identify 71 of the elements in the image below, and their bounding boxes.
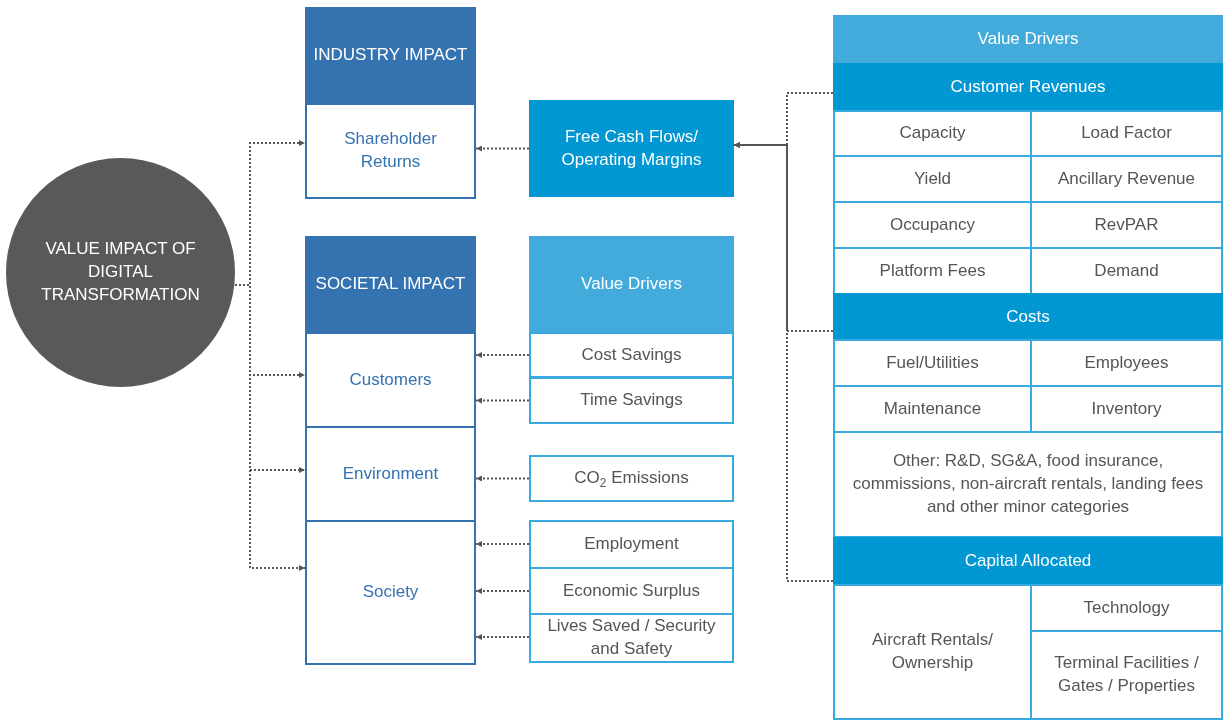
driver-cell xyxy=(529,520,734,569)
driver-cell xyxy=(833,431,1223,538)
node-label: Free Cash Flows/ Operating Margins xyxy=(560,125,703,171)
driver-cell xyxy=(529,567,734,615)
impact-box xyxy=(305,103,476,199)
node-label: Yield xyxy=(913,167,952,190)
node-label: VALUE IMPACT OF DIGITAL TRANSFORMATION xyxy=(40,238,201,306)
node-label: Employment xyxy=(584,533,679,556)
node-label: Employees xyxy=(1084,351,1169,374)
node-label: Lives Saved / Security and Safety xyxy=(546,615,717,660)
driver-cell xyxy=(1030,339,1223,387)
node-label: Costs xyxy=(1006,305,1050,328)
impact-box xyxy=(305,520,476,665)
header-box xyxy=(305,7,476,104)
node-label: Maintenance xyxy=(883,397,982,420)
section-header xyxy=(833,293,1223,341)
node-label: Customer Revenues xyxy=(950,75,1106,98)
node-label: SOCIETAL IMPACT xyxy=(315,273,466,296)
node-label: Value Drivers xyxy=(977,28,1079,51)
node-label: Economic Surplus xyxy=(563,579,700,602)
driver-cell xyxy=(833,339,1032,387)
node-label: Occupancy xyxy=(889,213,975,236)
node-label: Value Drivers xyxy=(581,273,682,296)
driver-cell xyxy=(529,332,734,378)
node-label: Load Factor xyxy=(1081,122,1172,145)
node-label: Ancillary Revenue xyxy=(1058,167,1195,190)
dotted-arrow xyxy=(475,541,530,547)
header-box xyxy=(305,236,476,333)
impact-box xyxy=(305,332,476,428)
node-label: RevPAR xyxy=(1094,213,1159,236)
dotted-arrow xyxy=(234,284,306,571)
dotted-arrow xyxy=(475,634,530,640)
node-label: Capacity xyxy=(899,122,966,145)
dotted-arrow xyxy=(733,142,834,582)
node-label: Capital Allocated xyxy=(964,550,1092,573)
node-label: CO$_{2}$ Emissions xyxy=(574,467,689,490)
node-label: Environment xyxy=(342,462,439,485)
driver-cell xyxy=(833,110,1032,157)
node-label: Inventory xyxy=(1091,397,1162,420)
dotted-arrow xyxy=(475,145,530,152)
dotted-arrow xyxy=(475,475,530,482)
node-label: Society xyxy=(362,581,419,604)
node-label: Fuel/Utilities xyxy=(886,351,979,374)
node-label: Demand xyxy=(1094,259,1159,282)
driver-cell xyxy=(1030,630,1223,720)
node-label: Aircraft Rentals/ Ownership xyxy=(871,629,994,674)
header-box xyxy=(529,236,734,333)
dotted-arrow xyxy=(475,352,530,358)
impact-box xyxy=(305,426,476,522)
node-label: INDUSTRY IMPACT xyxy=(313,44,468,67)
driver-cell xyxy=(529,455,734,502)
node-label: Other: R&D, SG&A, food insurance, commissions, non-aircraft rentals, landing fees and other minor categories xyxy=(851,450,1205,518)
process-box xyxy=(529,100,734,197)
driver-cell xyxy=(833,584,1032,720)
driver-cell xyxy=(529,613,734,663)
node-label: Time Savings xyxy=(580,389,683,412)
section-header xyxy=(833,537,1223,586)
node-label: Terminal Facilities / Gates / Properties xyxy=(1053,652,1200,697)
driver-cell xyxy=(1030,110,1223,157)
driver-cell xyxy=(529,377,734,424)
header-box xyxy=(833,15,1223,64)
driver-cell xyxy=(1030,584,1223,632)
node-label: Technology xyxy=(1083,596,1170,619)
dotted-arrow xyxy=(475,588,530,594)
dotted-arrow xyxy=(475,397,530,404)
section-header xyxy=(833,63,1223,111)
node-label: Customers xyxy=(349,368,432,391)
node-label: Platform Fees xyxy=(879,259,986,282)
node-label: Cost Savings xyxy=(581,343,682,366)
dotted-arrow xyxy=(733,142,834,332)
node-label: Shareholder Returns xyxy=(343,128,438,173)
